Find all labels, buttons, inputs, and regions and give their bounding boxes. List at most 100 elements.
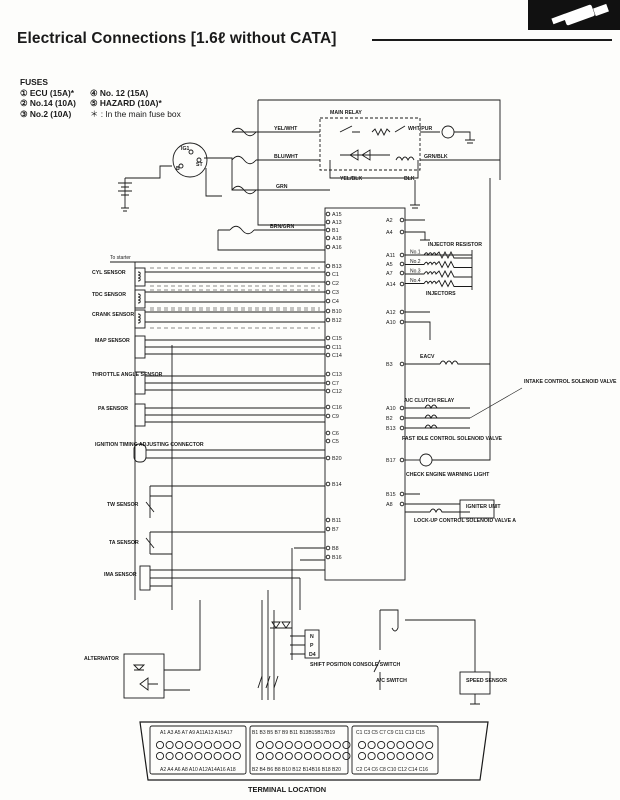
ecu-pin-label: A12: [386, 310, 396, 316]
wire: [205, 168, 222, 197]
ecu-pin: [399, 425, 405, 431]
map-sensor-label: MAP SENSOR: [95, 338, 130, 344]
sensor-bus: [134, 262, 173, 610]
ecu-pin: [325, 244, 331, 250]
shift-letter: D4: [309, 652, 316, 658]
wire: [405, 311, 431, 340]
wire-label: YEL/WHT: [274, 126, 298, 132]
ecu-pin-label: B7: [332, 527, 339, 533]
wire: [380, 609, 399, 632]
ima-sensor: IMA SENSOR: [104, 565, 325, 591]
injector-coil: [405, 250, 472, 260]
ecu-pin: [399, 405, 405, 411]
output-wires: [405, 493, 460, 513]
ecu-pin-label: A5: [386, 262, 393, 268]
terminal-hole: [357, 740, 367, 750]
terminal-row-label: A1 A3 A5 A7 A9 A11A13 A15A17: [160, 730, 233, 736]
ac-clutch-relay-label: A/C CLUTCH RELAY: [404, 398, 455, 404]
terminal-hole: [184, 751, 193, 761]
terminal-hole: [284, 751, 293, 761]
shift-position-label: SHIFT POSITION CONSOLE SWITCH: [310, 662, 400, 668]
ecu-pin: [325, 438, 331, 444]
pa-sensor-label: PA SENSOR: [98, 406, 128, 412]
ima-sensor-label: IMA SENSOR: [104, 572, 137, 578]
wire-label: BLK: [404, 176, 415, 182]
terminal-location: A1 A3 A5 A7 A9 A11A13 A15A17 B1 B3 B5 B7…: [139, 721, 489, 794]
terminal-hole: [386, 740, 395, 750]
tdc-sensor: TDC SENSOR: [92, 289, 146, 309]
fuse-item: ② No.14 (10A): [20, 98, 76, 109]
ecu-pin: [399, 491, 405, 497]
ecu-pin-label: B13: [386, 426, 396, 432]
ecu-pin-label: C9: [332, 414, 339, 420]
terminal-hole: [357, 751, 367, 761]
check-engine-lamp: [419, 453, 433, 467]
ecu-pin: [325, 280, 331, 286]
terminal-hole: [275, 751, 284, 761]
ecu-pin-label: C7: [332, 381, 339, 387]
ecu-pin: [325, 308, 331, 314]
ecu-pin-label: B17: [386, 458, 396, 464]
ecu-pin: [399, 501, 405, 507]
check-engine-label: CHECK ENGINE WARNING LIGHT: [406, 472, 490, 478]
terminal-hole: [294, 740, 303, 750]
igniter-unit-box: [459, 499, 495, 519]
tw-sensor: TW SENSOR: [107, 485, 325, 518]
injector-label: No.3: [410, 269, 421, 275]
injector-coil: [405, 260, 472, 269]
switch-wires: [261, 590, 293, 700]
eacv-label: EACV: [420, 354, 435, 360]
ecu-pin-label: C16: [332, 405, 342, 411]
right-wires: [405, 219, 430, 241]
alternator-label: ALTERNATOR: [84, 656, 119, 662]
ecu-pin: [399, 217, 405, 223]
ecu-pin: [399, 309, 405, 315]
ecu-pin: [325, 235, 331, 241]
terminal-hole: [232, 740, 241, 750]
terminal-hole: [232, 751, 241, 761]
ecu-pin: [399, 229, 405, 235]
terminal-hole: [425, 740, 434, 750]
terminal-hole: [323, 751, 332, 761]
terminal-holes: [155, 740, 434, 761]
terminal-hole: [332, 751, 341, 761]
terminal-hole: [313, 740, 322, 750]
terminal-row-label: C1 C3 C5 C7 C9 C11 C13 C15: [356, 730, 425, 736]
ecu-pin: [325, 388, 331, 394]
ecu-pin: [399, 457, 405, 463]
ecu-pin-label: B10: [332, 309, 342, 315]
wire-label: BRN/GRN: [270, 224, 294, 230]
output-wires: [405, 407, 470, 429]
switch-contacts: [257, 675, 279, 689]
ecu-pin-label: C3: [332, 290, 339, 296]
crank-sensor: CRANK SENSOR: [92, 309, 146, 329]
terminal-hole: [284, 740, 293, 750]
ecu-pin: [325, 344, 331, 350]
wire: [290, 635, 305, 655]
ground-symbol: [410, 180, 420, 209]
ecu-pin-label: C13: [332, 372, 342, 378]
map-sensor: MAP SENSOR: [95, 335, 325, 359]
terminal-hole: [425, 751, 434, 761]
ac-switch-label: A/C SWITCH: [376, 678, 407, 684]
cyl-sensor: CYL SENSOR: [92, 267, 146, 287]
wire: [217, 229, 325, 251]
terminal-hole: [396, 751, 405, 761]
ecu-pin: [399, 361, 405, 367]
ecu-pin: [325, 404, 331, 410]
b-terminal-label: B: [176, 166, 180, 172]
ecu-pin-label: A13: [332, 220, 342, 226]
st-terminal-label: ST: [196, 162, 203, 168]
ecu-pin: [325, 455, 331, 461]
terminal-row-label: A2 A4 A6 A8 A10 A12A14A16 A18: [160, 767, 236, 773]
ig1-label: IG1: [181, 146, 189, 152]
terminal-hole: [275, 740, 284, 750]
terminal-hole: [255, 740, 265, 750]
ecu-pin: [325, 371, 331, 377]
ecu-pin: [325, 335, 331, 341]
terminal-row-label: C2 C4 C6 C8 C10 C12 C14 C16: [356, 767, 428, 773]
ecu-pin-label: C14: [332, 353, 342, 359]
ignition-connector-label: IGNITION TIMING ADJUSTING CONNECTOR: [95, 442, 204, 448]
ecu-pin: [399, 270, 405, 276]
connector-plug-icon: [528, 0, 620, 30]
